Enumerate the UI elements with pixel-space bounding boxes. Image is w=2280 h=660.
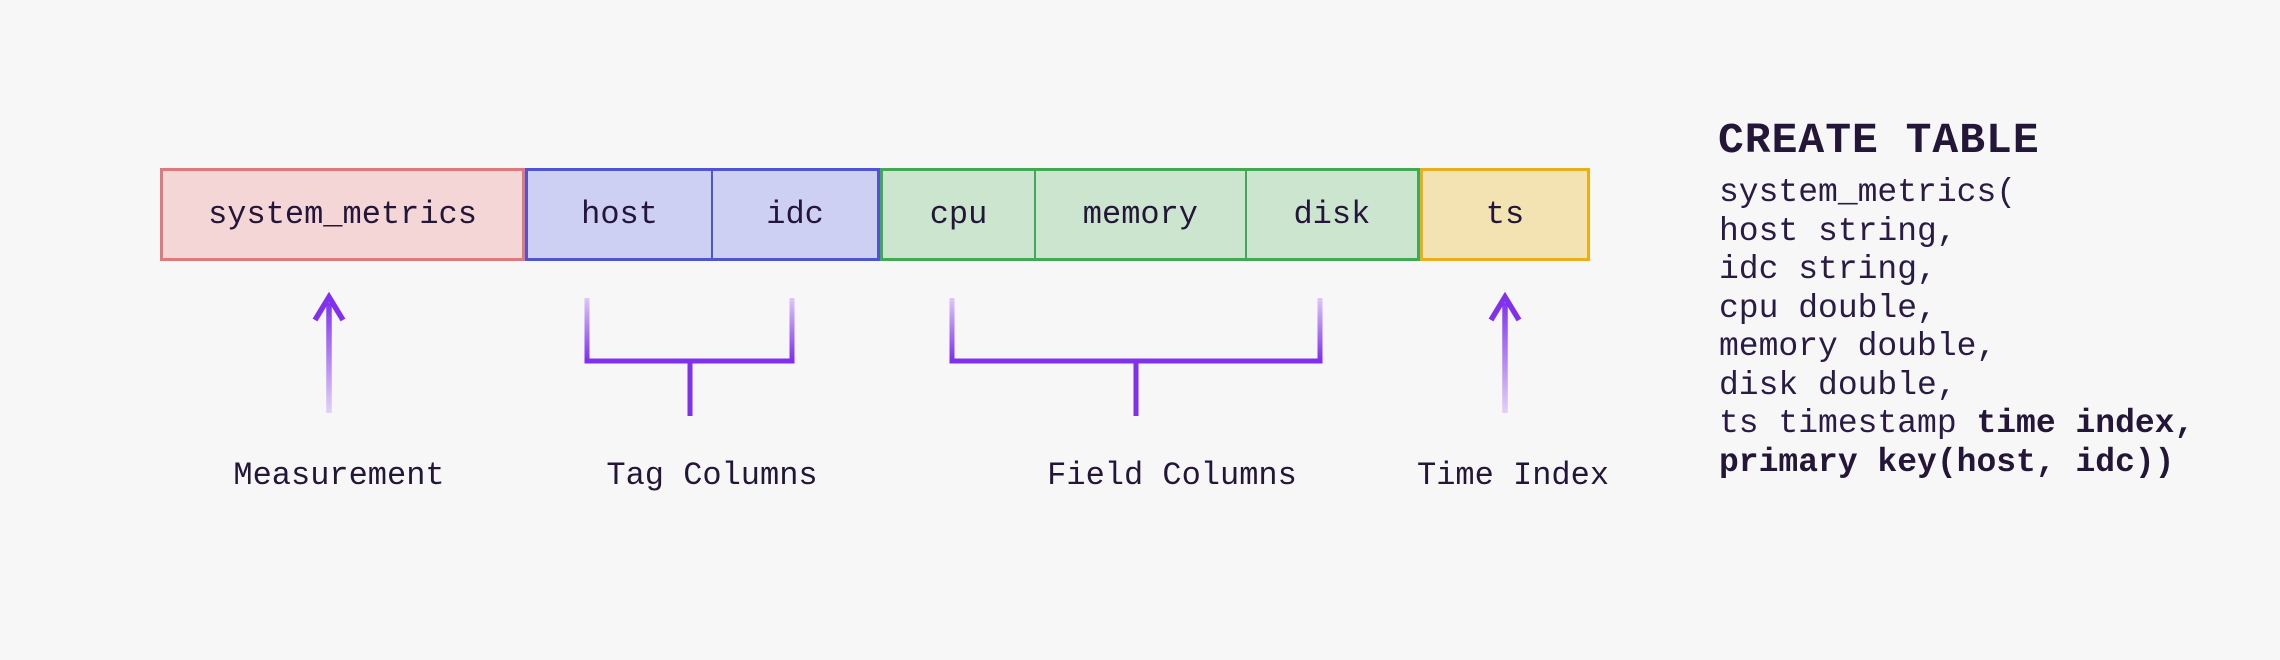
- time-index-label: Time Index: [1416, 457, 1610, 494]
- measurement-label: Measurement: [233, 457, 445, 494]
- sql-line: host string,: [1719, 212, 1957, 250]
- sql-line: cpu double,: [1719, 289, 1937, 327]
- sql-line: disk double,: [1719, 366, 1957, 404]
- measurement-group: system_metrics: [160, 168, 525, 261]
- ts-cell: ts: [1485, 196, 1525, 233]
- sql-line: system_metrics(: [1719, 174, 2017, 211]
- schema-row: system_metrics host idc cpu memory disk …: [160, 168, 1590, 261]
- measurement-arrow-icon: [312, 291, 346, 413]
- field-columns-group: cpu memory disk: [880, 168, 1420, 261]
- cpu-cell: cpu: [929, 196, 988, 233]
- tag-columns-group: host idc: [525, 168, 880, 261]
- sql-line: primary key(host, idc)): [1719, 443, 2175, 481]
- create-table-heading: CREATE TABLE: [1718, 116, 2040, 165]
- idc-cell: idc: [711, 171, 877, 258]
- disk-cell: disk: [1244, 171, 1417, 258]
- tag-columns-bracket-icon: [584, 298, 795, 416]
- field-columns-bracket-icon: [949, 298, 1323, 416]
- sql-line: memory double,: [1719, 328, 1997, 365]
- memory-cell: memory: [1034, 171, 1245, 258]
- field-columns-label: Field Columns: [1047, 457, 1297, 494]
- time-index-group: ts: [1420, 168, 1590, 261]
- host-cell: host: [581, 196, 658, 233]
- sql-line: idc string,: [1719, 251, 1937, 288]
- time-index-arrow-icon: [1488, 291, 1522, 413]
- tag-columns-label: Tag Columns: [606, 457, 818, 494]
- sql-line: ts timestamp time index,: [1719, 405, 2195, 442]
- measurement-cell: system_metrics: [208, 196, 477, 233]
- create-table-sql: system_metrics(host string,idc string,cp…: [1719, 174, 2194, 482]
